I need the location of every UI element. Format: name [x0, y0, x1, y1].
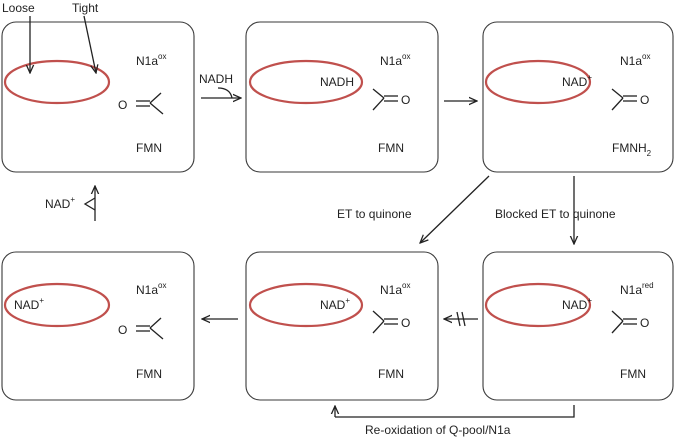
- reoxidation-path: [335, 405, 575, 418]
- panel-frame: [245, 251, 439, 401]
- fmn-carbonyl-group: [611, 310, 637, 334]
- bound-nucleotide-label: NAD+: [320, 296, 350, 312]
- nad-exit-hook: [83, 197, 96, 211]
- nadh-label: NADH: [199, 72, 233, 86]
- binding-site-ellipse: [484, 282, 592, 328]
- transition-blocked-reverse: [444, 311, 478, 327]
- n1a-label: N1aox: [136, 52, 166, 68]
- oxygen-label: O: [118, 323, 127, 337]
- panel-1: N1aox O FMN: [1, 21, 195, 173]
- nad-release-label: NAD+: [45, 195, 75, 211]
- panel-2: NADH N1aox O FMN: [245, 21, 439, 173]
- nadh-entry-curve: [217, 87, 233, 99]
- panel-frame: [482, 251, 674, 401]
- binding-site-ellipse: [484, 59, 592, 105]
- tight-label: Tight: [72, 1, 99, 15]
- reoxidation-label: Re-oxidation of Q-pool/N1a: [365, 423, 511, 437]
- panel-frame: [482, 21, 674, 173]
- n1a-label: N1ared: [620, 281, 654, 297]
- blocked-et-label: Blocked ET to quinone: [495, 207, 616, 221]
- et-to-quinone-arrow: [420, 175, 490, 243]
- panel-5: NAD+ N1aox O FMN: [245, 251, 439, 401]
- fmn-label: FMN: [378, 141, 404, 155]
- n1a-label: N1aox: [380, 52, 410, 68]
- et-to-quinone-label: ET to quinone: [337, 207, 412, 221]
- fmn-carbonyl-group: [611, 88, 637, 111]
- oxygen-label: O: [401, 93, 410, 107]
- oxygen-label: O: [401, 316, 410, 330]
- oxygen-label: O: [640, 316, 649, 330]
- transition-blocked-et: Blocked ET to quinone: [495, 176, 616, 244]
- fmn-label: FMNH2: [612, 141, 652, 158]
- block-bar-1: [456, 311, 461, 327]
- binding-site-ellipse: [248, 59, 364, 105]
- block-bar-2: [461, 311, 466, 327]
- n1a-label: N1aox: [620, 52, 650, 68]
- tight-pointer-arrow: [83, 15, 96, 73]
- binding-site-ellipse: [3, 282, 111, 328]
- transition-reoxidation: Re-oxidation of Q-pool/N1a: [335, 405, 575, 437]
- bound-nucleotide-label: NAD+: [562, 73, 592, 89]
- fmn-label: FMN: [620, 367, 646, 381]
- fmn-label: FMN: [378, 367, 404, 381]
- fmn-label: FMN: [136, 141, 162, 155]
- oxygen-label: O: [640, 93, 649, 107]
- bound-nucleotide-label: NAD+: [14, 296, 44, 312]
- annotation-tight: Tight: [72, 1, 99, 73]
- fmn-carbonyl-group: [372, 88, 398, 111]
- fmn-label: FMN: [136, 367, 162, 381]
- panel-6: NAD+ N1ared O FMN: [482, 251, 674, 401]
- fmn-carbonyl-group: [136, 317, 164, 340]
- loose-label: Loose: [2, 1, 35, 15]
- n1a-label: N1aox: [136, 281, 166, 297]
- bound-nucleotide-label: NAD+: [562, 296, 592, 312]
- binding-site-ellipse: [3, 59, 111, 105]
- fmn-carbonyl-group: [136, 92, 164, 115]
- transition-nadh-binding: NADH: [199, 72, 241, 98]
- panel-frame: [1, 251, 195, 401]
- panel-3: NAD+ N1aox O FMNH2: [482, 21, 674, 173]
- annotation-loose: Loose: [2, 1, 35, 73]
- panel-4: NAD+ N1aox O FMN: [1, 251, 195, 401]
- transition-nad-release: NAD+: [45, 186, 95, 221]
- bound-nucleotide-label: NADH: [320, 75, 354, 89]
- n1a-label: N1aox: [380, 281, 410, 297]
- transition-et-to-quinone: ET to quinone: [337, 175, 490, 243]
- binding-site-ellipse: [248, 282, 364, 328]
- panel-frame: [1, 21, 195, 173]
- oxygen-label: O: [118, 98, 127, 112]
- fmn-carbonyl-group: [372, 310, 398, 334]
